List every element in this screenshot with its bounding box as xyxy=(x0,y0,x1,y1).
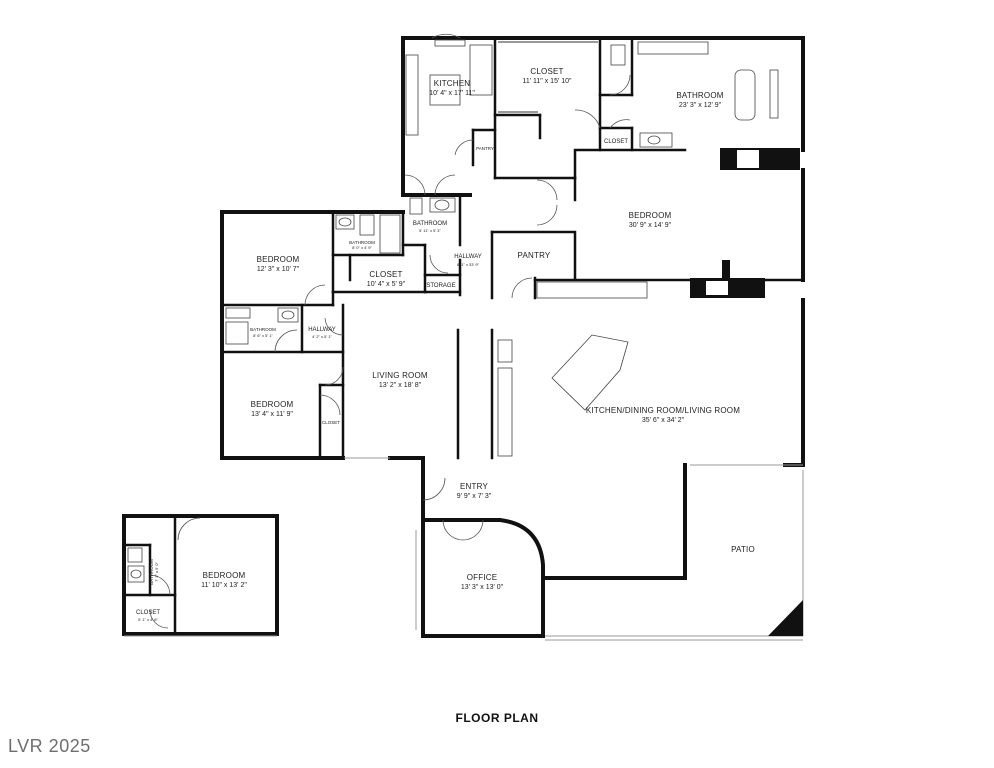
entry-dims: 9' 9" x 7' 3" xyxy=(457,493,492,500)
exterior-walls xyxy=(220,36,805,638)
interior-walls xyxy=(220,36,805,502)
casita-bathroom-label-group: BATHROOM 7' 1" x 5' 0" xyxy=(149,559,159,585)
bathroom-primary-dims: 23' 3" x 12' 9" xyxy=(679,102,722,109)
entry-label: ENTRY xyxy=(460,482,488,491)
hallway-left-dims: 4' 2" x 5' 1" xyxy=(312,334,332,339)
bathroom-left-dims: 8' 6" x 5' 1" xyxy=(253,333,273,338)
room-labels: KITCHEN 10' 4" x 17' 11" CLOSET 11' 11" … xyxy=(136,67,755,622)
closet-main-dims: 11' 11" x 15' 10" xyxy=(522,78,572,85)
fixtures xyxy=(225,39,779,345)
casita-walls xyxy=(122,514,279,637)
casita-closet-label: CLOSET xyxy=(136,610,160,616)
casita-bedroom-label: BEDROOM xyxy=(203,571,246,580)
bedroom-top-left-dims: 12' 3" x 10' 7" xyxy=(257,266,300,273)
great-room-label: KITCHEN/DINING ROOM/LIVING ROOM xyxy=(586,406,740,415)
closet-primary-small-label: CLOSET xyxy=(604,139,628,145)
door-swings xyxy=(274,33,631,541)
patio-corner-marker xyxy=(768,600,803,636)
floor-plan-title: FLOOR PLAN xyxy=(455,711,539,725)
watermark: LVR 2025 xyxy=(8,736,91,756)
casita-bathroom-dims: 7' 1" x 5' 0" xyxy=(154,562,159,582)
bedroom-left-dims: 13' 4" x 11' 9" xyxy=(251,411,293,418)
hallway-center-label: HALLWAY xyxy=(454,254,482,260)
bedroom-top-left-label: BEDROOM xyxy=(257,255,300,264)
bathroom-top-left-dims: 8' 0" x 4' 9" xyxy=(352,245,372,250)
closet-main-label: CLOSET xyxy=(530,67,563,76)
bathroom-left-label: BATHROOM xyxy=(250,327,276,332)
pantry-small-label: PANTRY xyxy=(476,146,494,151)
bathroom-center-dims: 5' 11" x 5' 3" xyxy=(419,228,441,233)
closet-left-label: CLOSET xyxy=(369,270,402,279)
hallway-left-label: HALLWAY xyxy=(308,327,336,333)
casita-bedroom-dims: 11' 10" x 13' 2" xyxy=(201,582,247,589)
office-dims: 13' 3" x 13' 0" xyxy=(461,584,504,591)
closet-bedroom-left-label: CLOSET xyxy=(322,420,340,425)
bedroom-primary-label: BEDROOM xyxy=(629,211,672,220)
kitchen-label: KITCHEN xyxy=(434,79,471,88)
hallway-center-dims: 8' 1" x 33' 9" xyxy=(457,262,480,267)
patio-label: PATIO xyxy=(731,545,755,554)
bathroom-top-left-label: BATHROOM xyxy=(349,240,375,245)
casita-bathroom-label: BATHROOM xyxy=(149,559,154,585)
living-room-dims: 13' 2" x 18' 8" xyxy=(379,382,422,389)
bedroom-left-label: BEDROOM xyxy=(251,400,294,409)
great-room-dims: 35' 6" x 34' 2" xyxy=(642,417,685,424)
bedroom-primary-dims: 30' 9" x 14' 9" xyxy=(629,222,672,229)
windows xyxy=(343,457,804,641)
office-label: OFFICE xyxy=(467,573,498,582)
kitchen-dims: 10' 4" x 17' 11" xyxy=(429,90,475,97)
casita-closet-dims: 5' 1" x 4' 8" xyxy=(138,617,158,622)
living-room-label: LIVING ROOM xyxy=(372,371,428,380)
storage-label: STORAGE xyxy=(426,283,455,289)
bathroom-center-label: BATHROOM xyxy=(413,221,447,227)
bathroom-primary-label: BATHROOM xyxy=(676,91,723,100)
pantry-label: PANTRY xyxy=(518,251,551,260)
closet-left-dims: 10' 4" x 5' 9" xyxy=(367,281,406,288)
